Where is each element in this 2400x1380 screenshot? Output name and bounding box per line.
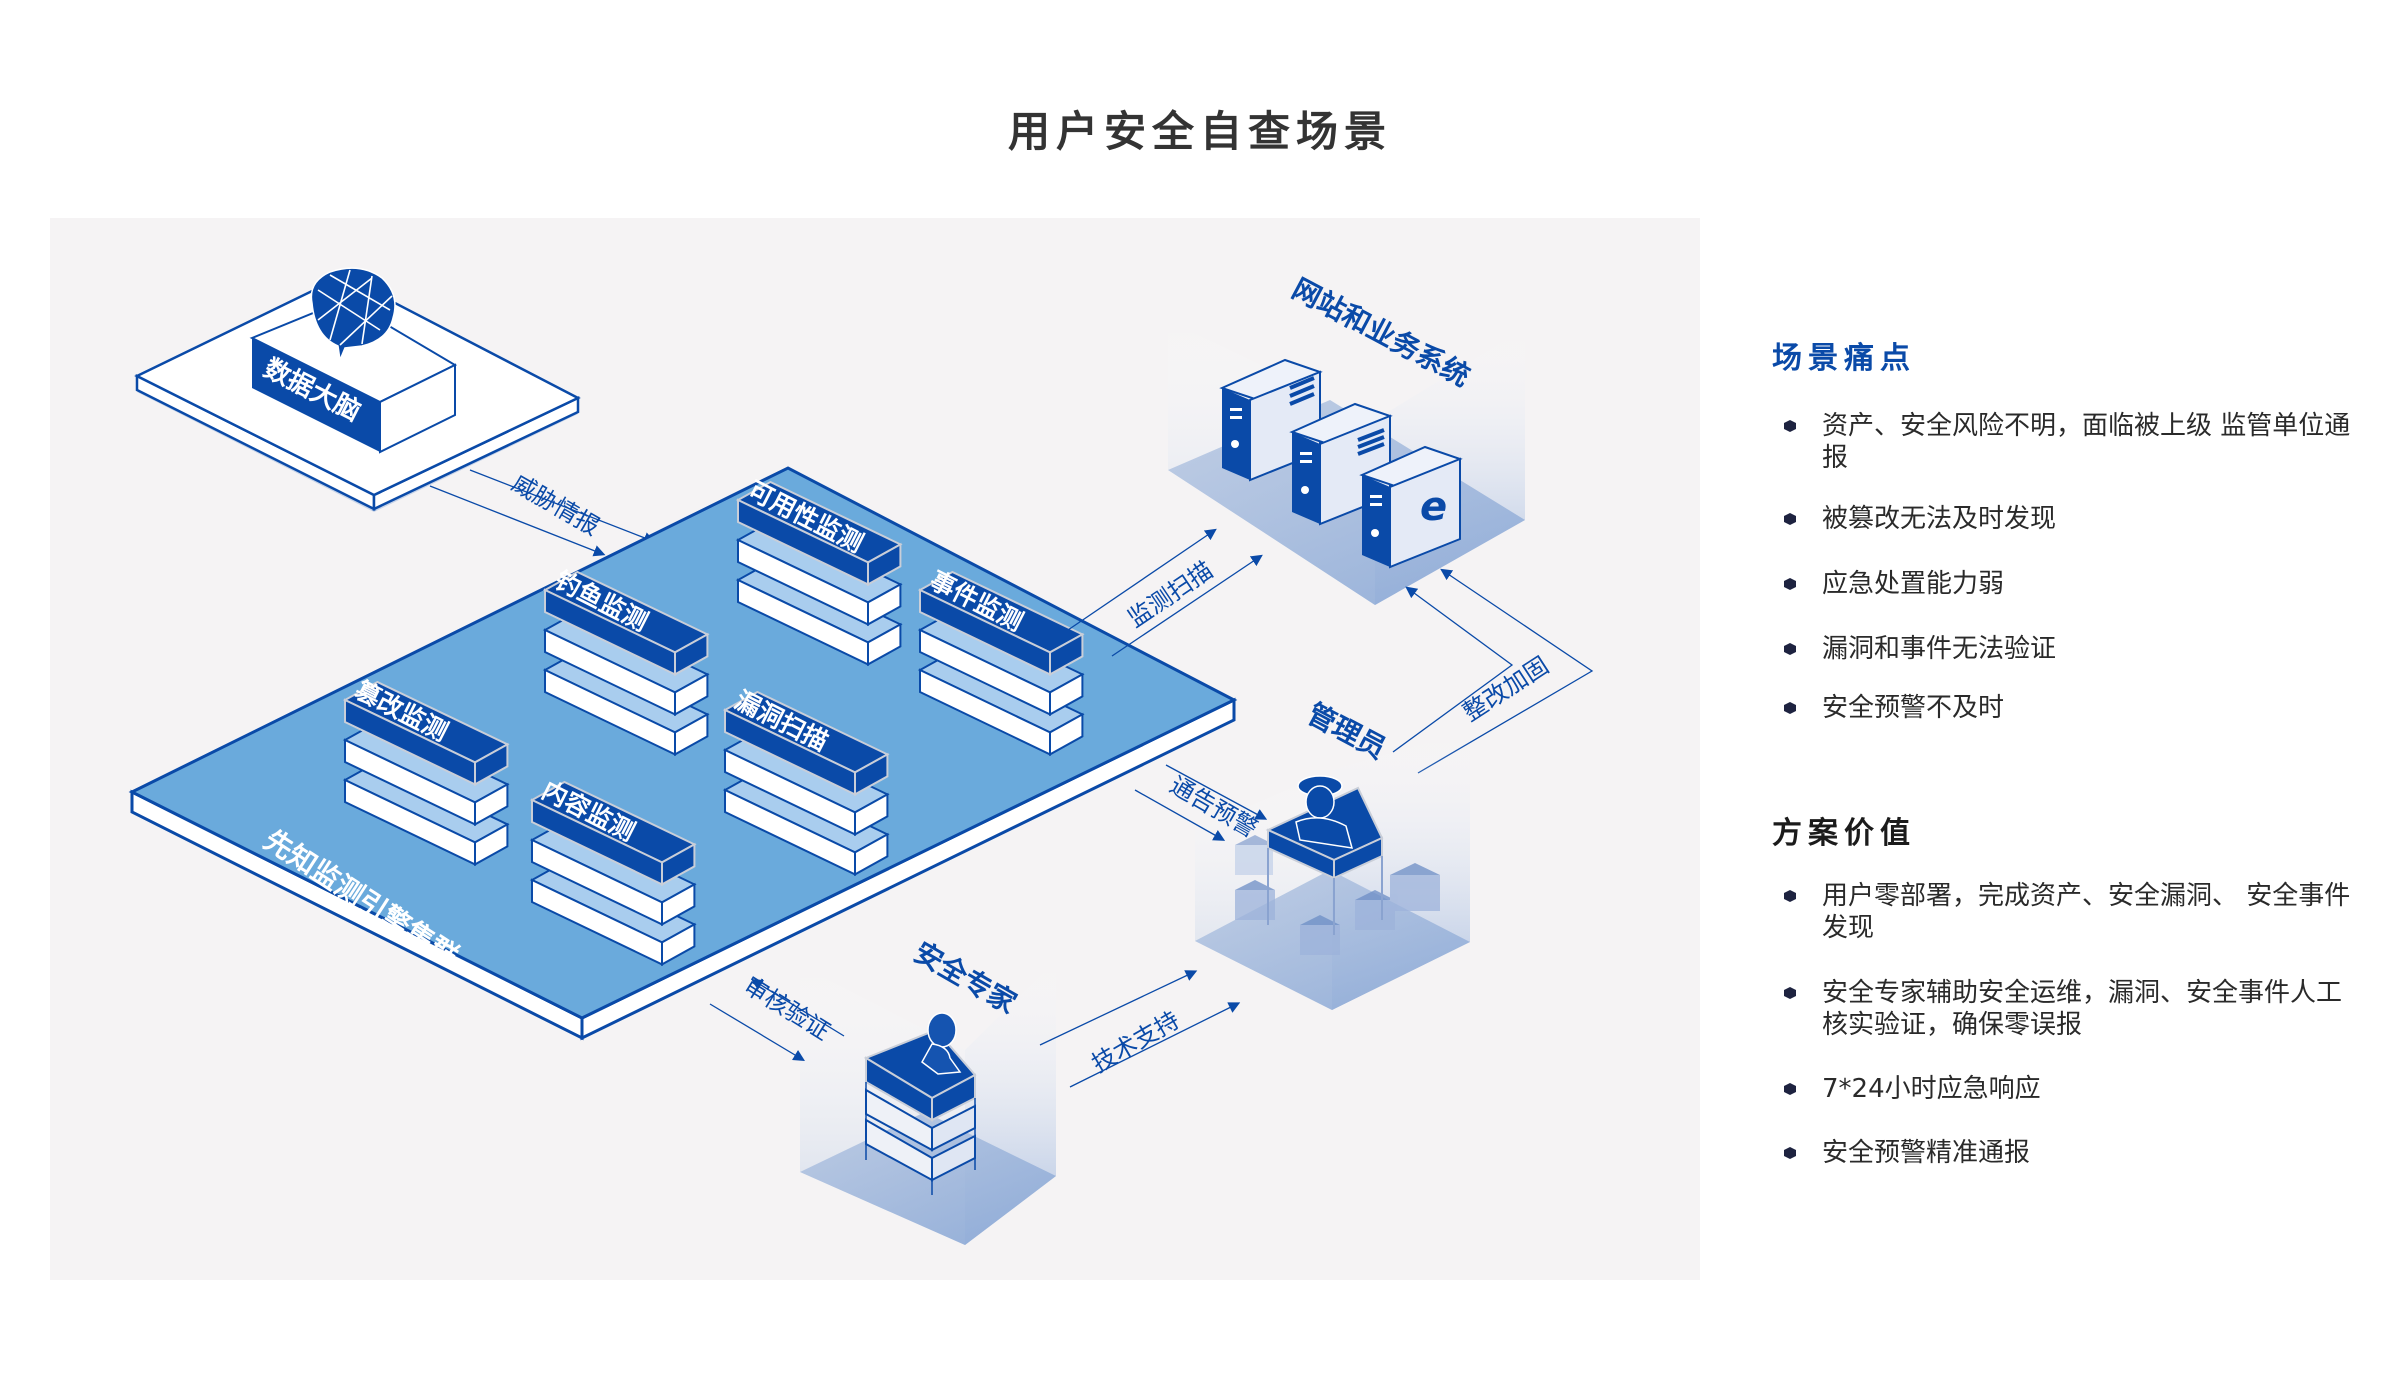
list-item: 安全预警不及时 [1772,692,2352,724]
monitor-scan-arrow-1[interactable] [1067,528,1217,631]
rectify-arrow-1[interactable] [1392,586,1514,753]
hexagon-bullet-icon [1784,578,1796,590]
hexagon-bullet-icon [1784,420,1796,432]
module-slab-side [674,672,709,717]
module-slab-side [661,922,696,967]
expert-node: 安全专家 [800,935,1056,1245]
module-slab-side [867,582,902,627]
hexagon-bullet-icon [1784,890,1796,902]
threat-intel-arrow-1[interactable] [469,469,656,544]
hexagon-bullet-icon [1784,702,1796,714]
brain-icon [310,267,396,363]
tech-support-flow: 技术支持 [1039,970,1241,1088]
notify-arrow-1[interactable] [1165,764,1268,820]
rectify-arrow-2[interactable] [1417,568,1594,774]
rectify-label: 整改加固 [1458,651,1554,727]
module-label-side [674,632,709,677]
hexagon-bullet-icon [1784,513,1796,525]
list-item: 被篡改无法及时发现 [1772,503,2352,535]
brain-box-front [252,338,380,452]
monitor-module[interactable]: 可用性监测 [735,476,903,667]
monitor-module[interactable]: 篡改监测 [342,676,510,867]
list-item: 资产、安全风险不明，面临被上级 监管单位通报 [1772,410,2352,474]
list-item: 安全专家辅助安全运维，漏洞、安全事件人工核实验证，确保零误报 [1772,977,2352,1041]
module-slab-side [474,822,509,867]
list-item: 用户零部署，完成资产、安全漏洞、 安全事件发现 [1772,880,2352,944]
tech-support-arrow-2[interactable] [1069,1002,1241,1088]
monitor-module[interactable]: 内容监测 [529,776,697,967]
module-label-side [1049,632,1084,677]
module-slab-side [661,882,696,927]
threat-intel-arrow-2[interactable] [429,485,606,557]
threat-intel-flow: 威胁情报 [429,469,656,557]
list-item: 7*24小时应急响应 [1772,1073,2352,1105]
browser-e-icon: e [1420,484,1447,530]
module-slab-side [474,782,509,827]
hexagon-bullet-icon [1784,1083,1796,1095]
module-slab-side [854,792,889,837]
value-heading: 方案价值 [1772,816,1916,851]
expert-person-icon [921,1012,962,1075]
monitor-scan-arrow-2[interactable] [1111,554,1263,657]
admin-node: 管理员 [1195,697,1470,1010]
module-slab-side [854,832,889,877]
business-systems-node: e 网站和业务系统 [1168,272,1525,605]
tech-support-label: 技术支持 [1087,1006,1184,1078]
module-slab-side [674,712,709,757]
page-title: 用户安全自查场景 [1007,107,1392,156]
module-slab-side [867,622,902,667]
review-arrow-1[interactable] [751,978,845,1037]
server-rack-3: e [1359,445,1463,569]
monitor-modules: 可用性监测钓鱼监测事件监测篡改监测漏洞扫描内容监测 [342,476,1085,967]
module-slab-side [1049,712,1084,757]
rectify-flow: 整改加固 [1392,568,1594,774]
expert-label: 安全专家 [909,935,1023,1020]
data-brain-node: 数据大脑 [134,267,581,512]
module-slab-side [1049,672,1084,717]
notify-arrow-2[interactable] [1134,789,1226,841]
tech-support-arrow-1[interactable] [1039,970,1198,1046]
threat-intel-label: 威胁情报 [507,469,604,541]
list-item: 漏洞和事件无法验证 [1772,633,2352,665]
hexagon-bullet-icon [1784,987,1796,999]
list-item: 应急处置能力弱 [1772,568,2352,600]
brain-box-side [379,363,456,454]
admin-label: 管理员 [1302,697,1392,766]
hexagon-bullet-icon [1784,643,1796,655]
module-label-side [854,752,889,797]
hexagon-bullet-icon [1784,1147,1796,1159]
review-arrow-2[interactable] [709,1003,806,1062]
module-label-side [661,842,696,887]
expert-desk-stack [863,1028,977,1195]
monitor-module[interactable]: 事件监测 [917,566,1085,757]
module-label-side [867,542,902,587]
module-label-side [474,742,509,787]
admin-person-icon [1295,775,1354,849]
list-item: 安全预警精准通报 [1772,1137,2352,1169]
pain-points-heading: 场景痛点 [1772,341,1916,376]
